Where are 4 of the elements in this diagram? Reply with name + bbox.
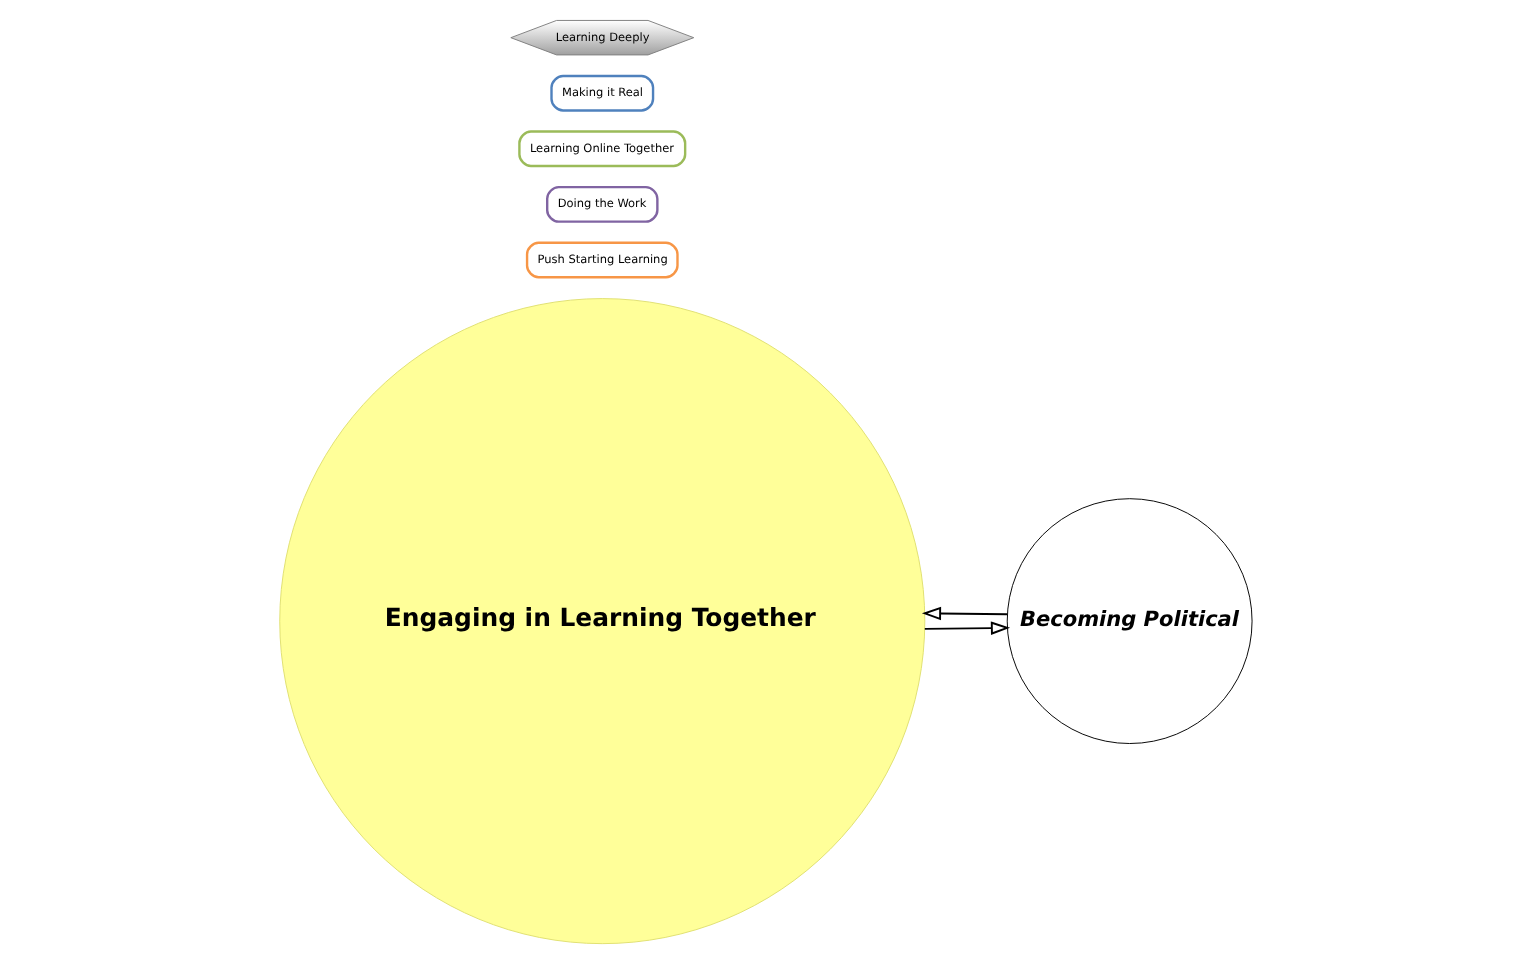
node-circle: Becoming Political	[1006, 498, 1253, 744]
arrow	[921, 606, 1009, 621]
arrow	[923, 621, 1011, 635]
node-circle: Engaging in Learning Together	[279, 298, 926, 945]
